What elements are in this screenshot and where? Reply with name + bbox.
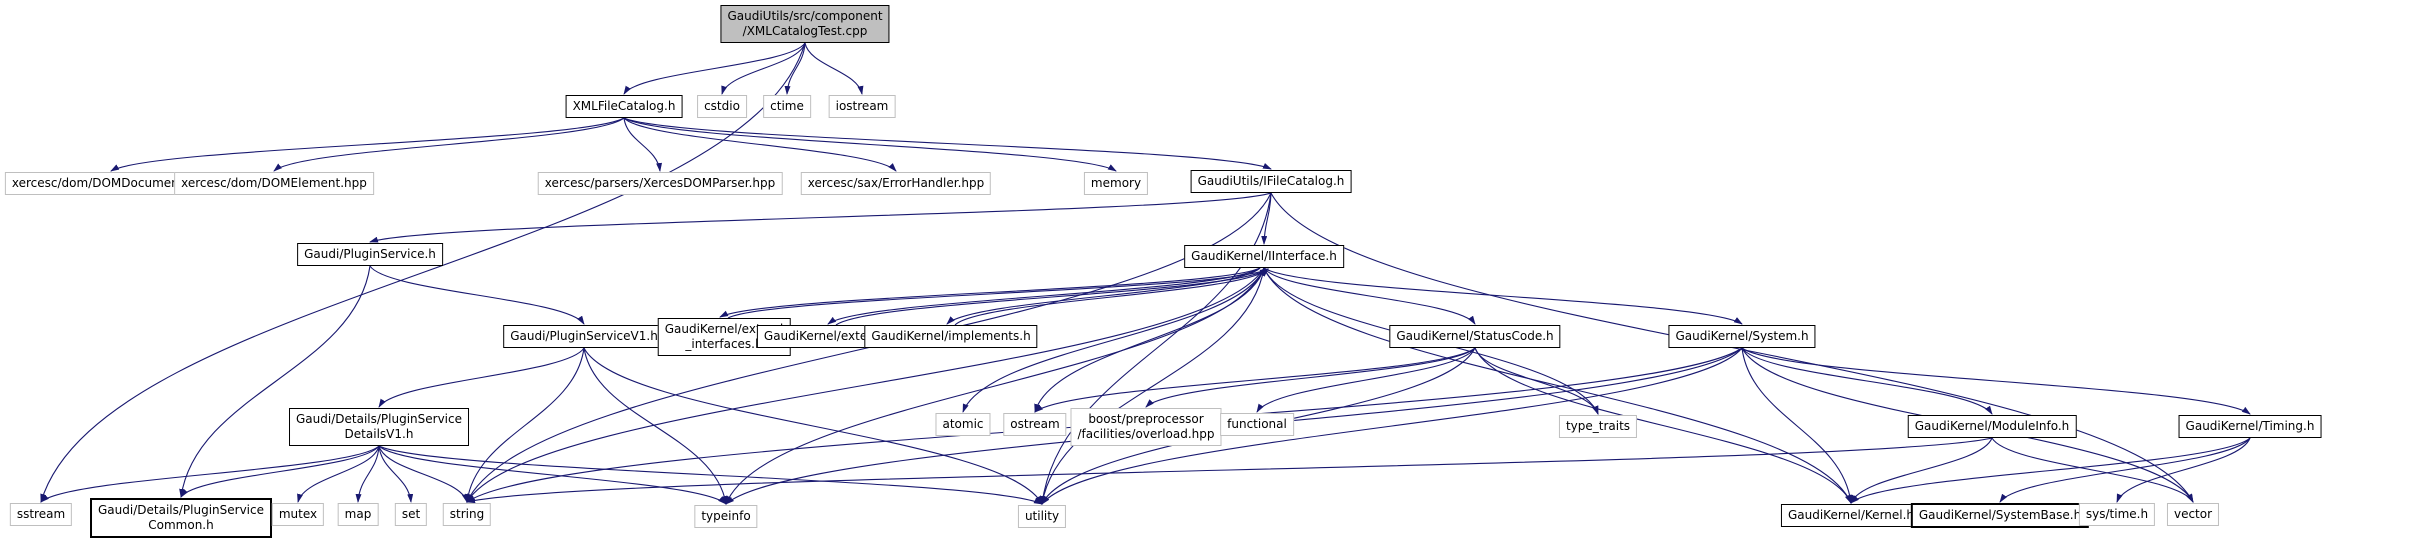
include-edge-timing-to-systembase xyxy=(1999,437,2251,503)
graph-node-xercesdomparser[interactable]: xercesc/parsers/XercesDOMParser.hpp xyxy=(537,172,783,195)
graph-node-systime[interactable]: sys/time.h xyxy=(2078,503,2156,526)
include-edge-statuscode-to-boostoverload xyxy=(1145,347,1476,408)
include-edge-detailsv1-to-utility xyxy=(378,445,1043,505)
include-edge-xmlfilecatalog-to-errorhandler xyxy=(623,117,897,172)
graph-node-detailsv1[interactable]: Gaudi/Details/PluginService DetailsV1.h xyxy=(289,408,469,446)
include-edge-iinterface-to-implements xyxy=(946,267,1261,325)
graph-node-xmlfilecatalog[interactable]: XMLFileCatalog.h xyxy=(565,95,683,118)
include-edge-moduleinfo-to-string xyxy=(466,437,1993,504)
include-edge-pluginservicev1-to-string xyxy=(465,347,585,503)
include-edge-detailsv1-to-typeinfo xyxy=(378,445,727,505)
include-edge-timing-to-systime xyxy=(2116,437,2251,503)
graph-node-memory[interactable]: memory xyxy=(1083,172,1149,195)
include-edge-statuscode-to-functional xyxy=(1256,347,1476,413)
include-edge-iinterface-to-string xyxy=(466,267,1265,503)
include-edge-system-to-timing xyxy=(1741,347,2251,415)
graph-node-boostoverload[interactable]: boost/preprocessor /facilities/overload.… xyxy=(1070,408,1222,446)
include-edge-statuscode-to-kernel xyxy=(1474,347,1852,504)
include-edge-iinterface-to-extendinterfaces xyxy=(719,267,1261,318)
graph-node-string[interactable]: string xyxy=(442,503,492,526)
include-edge-moduleinfo-to-vector xyxy=(1991,437,2194,503)
include-edge-detailsv1-to-mutex xyxy=(297,445,380,503)
include-edge-implements-to-iinterface xyxy=(954,268,1269,326)
include-edge-detailsv1-to-map xyxy=(355,445,380,503)
graph-node-map[interactable]: map xyxy=(337,503,379,526)
include-edge-timing-to-kernel xyxy=(1850,437,2251,504)
include-edge-pluginservicev1-to-utility xyxy=(583,347,1043,505)
graph-node-cstdio[interactable]: cstdio xyxy=(697,95,747,118)
include-edge-pluginservice-to-pluginservicev1 xyxy=(369,265,585,325)
graph-node-timing[interactable]: GaudiKernel/Timing.h xyxy=(2178,415,2322,438)
include-edge-system-to-kernel xyxy=(1741,347,1853,504)
graph-node-mutex[interactable]: mutex xyxy=(271,503,325,526)
graph-node-pluginservice[interactable]: Gaudi/PluginService.h xyxy=(297,243,443,266)
include-edge-xmlfilecatalog-to-memory xyxy=(623,117,1117,172)
graph-node-common[interactable]: Gaudi/Details/PluginService Common.h xyxy=(90,498,272,538)
include-edge-xmlfilecatalog-to-domelement xyxy=(273,117,625,172)
include-edge-iinterface-to-system xyxy=(1263,267,1743,325)
graph-node-kernel[interactable]: GaudiKernel/Kernel.h xyxy=(1780,504,1922,527)
include-edge-main-to-xmlfilecatalog xyxy=(623,42,806,95)
include-edge-ifilecatalog-to-pluginservice xyxy=(369,192,1272,243)
graph-node-errorhandler[interactable]: xercesc/sax/ErrorHandler.hpp xyxy=(800,172,992,195)
include-edge-main-to-iostream xyxy=(804,42,864,95)
graph-node-domelement[interactable]: xercesc/dom/DOMElement.hpp xyxy=(174,172,374,195)
include-edge-iinterface-to-utility xyxy=(1040,267,1265,505)
graph-node-systembase[interactable]: GaudiKernel/SystemBase.h xyxy=(1910,503,2090,528)
include-edge-xmlfilecatalog-to-domdocument xyxy=(110,117,625,172)
graph-node-utility[interactable]: utility xyxy=(1017,505,1067,528)
include-edge-xmlfilecatalog-to-xercesdomparser xyxy=(623,117,663,172)
include-edge-iinterface-to-ostream xyxy=(1034,267,1265,413)
include-edge-pluginservicev1-to-detailsv1 xyxy=(378,347,585,408)
include-edge-xmlfilecatalog-to-ifilecatalog xyxy=(623,117,1272,170)
graph-node-iostream[interactable]: iostream xyxy=(828,95,896,118)
include-edge-system-to-moduleinfo xyxy=(1741,347,1993,415)
include-edge-main-to-sstream xyxy=(40,42,806,503)
include-edge-statuscode-to-typetraits xyxy=(1474,347,1599,415)
graph-node-atomic[interactable]: atomic xyxy=(935,413,991,436)
graph-node-functional[interactable]: functional xyxy=(1220,413,1294,436)
include-edge-iinterface-to-kernel xyxy=(1263,267,1852,504)
include-edge-iinterface-to-statuscode xyxy=(1263,267,1476,325)
graph-node-moduleinfo[interactable]: GaudiKernel/ModuleInfo.h xyxy=(1907,415,2077,438)
include-edge-detailsv1-to-sstream xyxy=(40,445,380,503)
graph-node-pluginservicev1[interactable]: Gaudi/PluginServiceV1.h xyxy=(503,325,665,348)
graph-node-main[interactable]: GaudiUtils/src/component /XMLCatalogTest… xyxy=(720,5,890,43)
graph-node-ctime[interactable]: ctime xyxy=(763,95,811,118)
include-edge-extends-to-iinterface xyxy=(835,268,1269,326)
graph-node-ostream[interactable]: ostream xyxy=(1003,413,1067,436)
graph-node-iinterface[interactable]: GaudiKernel/IInterface.h xyxy=(1184,245,1344,268)
graph-node-vector[interactable]: vector xyxy=(2166,503,2220,526)
include-edge-detailsv1-to-set xyxy=(378,445,414,503)
graph-node-system[interactable]: GaudiKernel/System.h xyxy=(1668,325,1816,348)
graph-node-set[interactable]: set xyxy=(394,503,428,526)
include-edge-detailsv1-to-string xyxy=(378,445,468,503)
graph-node-typetraits[interactable]: type_traits xyxy=(1558,415,1638,438)
include-edge-moduleinfo-to-kernel xyxy=(1850,437,1993,504)
include-edge-main-to-cstdio xyxy=(721,42,806,95)
graph-node-statuscode[interactable]: GaudiKernel/StatusCode.h xyxy=(1389,325,1561,348)
include-edge-detailsv1-to-common xyxy=(180,445,380,498)
graph-node-sstream[interactable]: sstream xyxy=(9,503,73,526)
graph-node-domdocument[interactable]: xercesc/dom/DOMDocument.hpp xyxy=(4,172,218,195)
graph-node-typeinfo[interactable]: typeinfo xyxy=(694,505,758,528)
include-edge-iinterface-to-typeinfo xyxy=(725,267,1265,505)
include-edge-main-to-ctime xyxy=(784,42,806,95)
include-edge-statuscode-to-ostream xyxy=(1034,347,1476,413)
graph-node-implements[interactable]: GaudiKernel/implements.h xyxy=(864,325,1038,348)
include-edge-pluginservice-to-common xyxy=(179,265,371,498)
include-edge-system-to-utility xyxy=(1041,347,1743,505)
graph-node-ifilecatalog[interactable]: GaudiUtils/IFileCatalog.h xyxy=(1190,170,1352,193)
include-edge-ifilecatalog-to-utility xyxy=(1040,192,1272,505)
include-edge-extendinterfaces-to-iinterface xyxy=(727,268,1269,319)
include-edge-pluginservicev1-to-typeinfo xyxy=(583,347,728,505)
